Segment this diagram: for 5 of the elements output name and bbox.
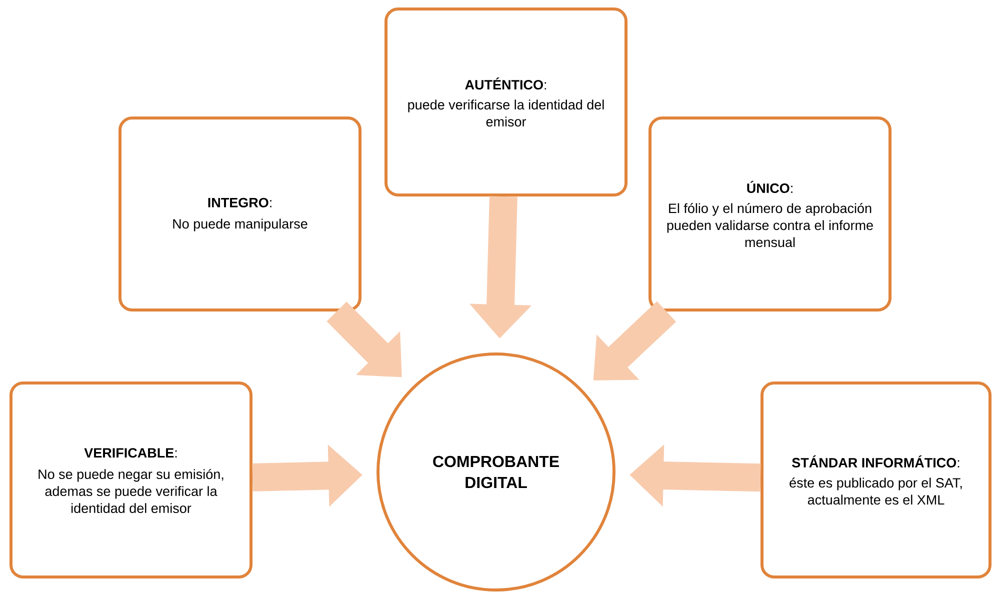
text-box: STÁNDAR INFORMÁTICO: éste es publicado por el SAT, actualmente es el XML xyxy=(760,382,992,578)
text-box: ÚNICO: El fólio y el número de aprobación pueden validarse contra el informe mensual xyxy=(648,116,892,312)
text-box: INTEGRO: No puede manipularse xyxy=(118,116,362,312)
text-box: VERIFICABLE: No se puede negar su emisión, ademas se puede verificar la identidad del emisor xyxy=(10,382,252,578)
text-box: AUTÉNTICO: puede verificarse la identidad del emisor xyxy=(384,8,628,196)
